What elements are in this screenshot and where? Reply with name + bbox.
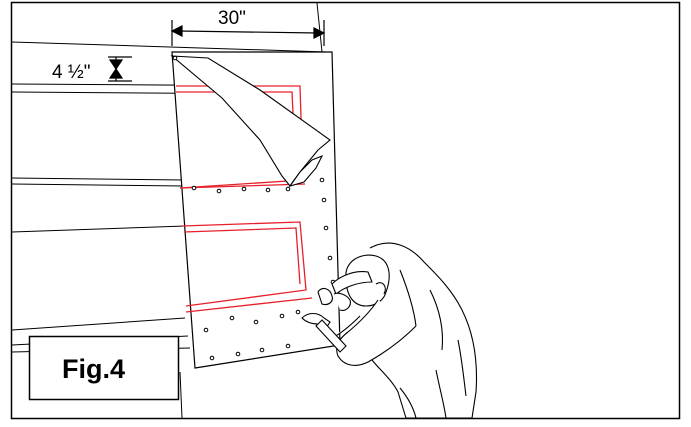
figure-border (10, 1, 681, 420)
nail-holes (172, 55, 336, 361)
peeled-film (170, 55, 331, 187)
width-dimension-label: 30" (218, 8, 246, 29)
worker-illustration (317, 242, 478, 419)
offset-dimension-label: 4 ½" (52, 62, 90, 83)
figure-label: Fig.4 (62, 354, 125, 384)
offset-dimension (108, 56, 132, 82)
figure-label-box: Fig.4 (28, 335, 180, 401)
hammer-icon (301, 312, 347, 353)
width-dimension (170, 20, 326, 46)
